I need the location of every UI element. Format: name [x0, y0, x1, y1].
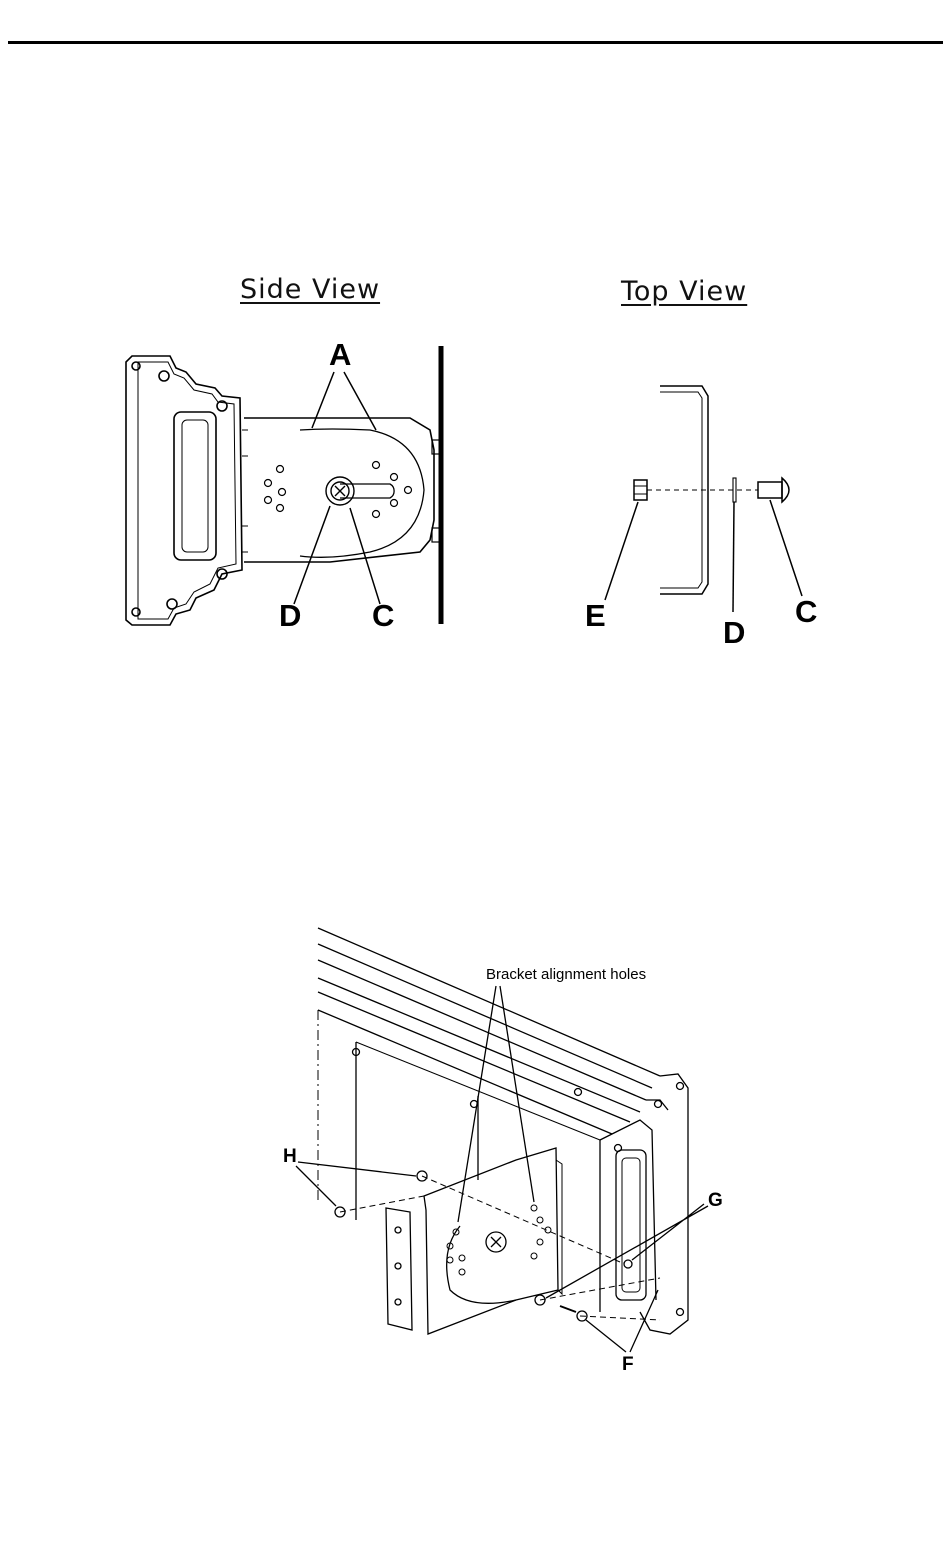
assembly-callout-f: F — [622, 1354, 634, 1376]
assembly-callout-h: H — [283, 1146, 297, 1168]
bracket-alignment-holes-label: Bracket alignment holes — [486, 966, 646, 983]
assembly-callout-g: G — [708, 1190, 723, 1212]
